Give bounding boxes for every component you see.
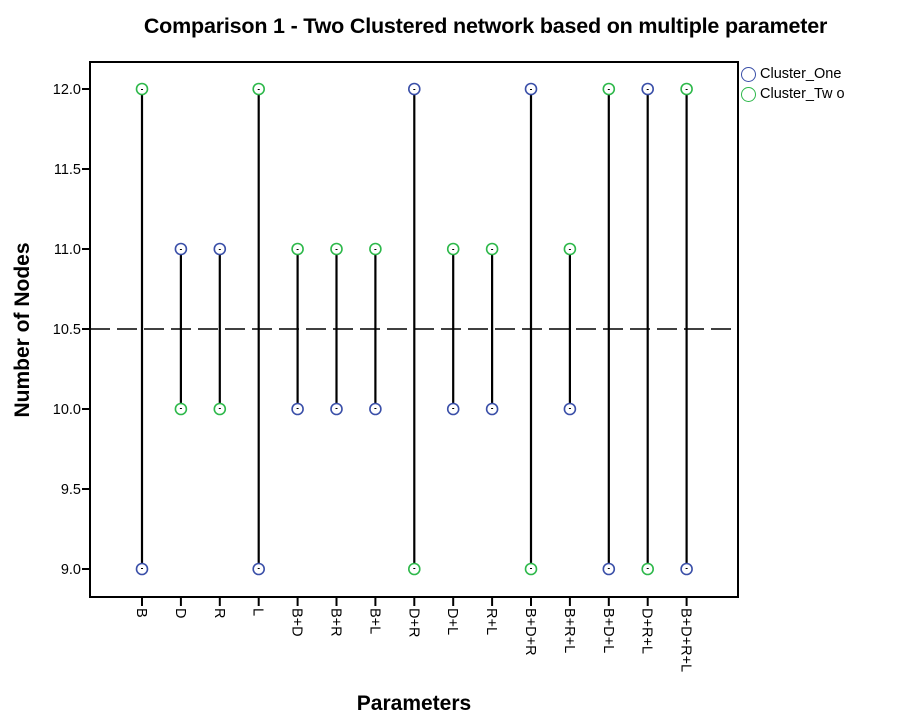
x-tick-label: D [172, 608, 188, 618]
y-tick-label: 11.5 [54, 162, 81, 178]
chart-title: Comparison 1 - Two Clustered network bas… [143, 14, 828, 38]
x-tick-label: D+R [405, 608, 421, 637]
x-tick-label: B+D [289, 608, 305, 637]
x-tick-label: R [211, 608, 227, 618]
y-tick-label: 12.0 [53, 82, 81, 98]
y-tick-label: 11.0 [54, 242, 81, 258]
x-tick-label: R+L [483, 608, 499, 635]
x-tick-label: B+D+R [522, 608, 538, 656]
y-tick-label: 9.0 [61, 562, 81, 578]
circle-marker-icon [741, 66, 756, 82]
x-tick-label: B+L [366, 608, 382, 634]
x-tick-label: B+D+L [600, 608, 616, 653]
legend-label: Cluster_Tw o [760, 86, 845, 102]
legend-item-cluster-two: Cluster_Tw o [741, 84, 845, 104]
legend-label: Cluster_One [760, 66, 842, 82]
x-tick-label: B+R+L [561, 608, 577, 653]
x-tick-label: B [133, 608, 149, 618]
y-tick-label: 10.0 [53, 402, 81, 418]
legend-item-cluster-one: Cluster_One [741, 64, 845, 84]
y-tick-label: 10.5 [53, 322, 81, 338]
x-tick-label: B+R [328, 608, 344, 637]
x-tick-label: D+L [444, 608, 460, 635]
x-axis-label: Parameters [356, 692, 472, 715]
circle-marker-icon [741, 86, 756, 102]
x-tick-label: D+R+L [639, 608, 655, 654]
legend: Cluster_One Cluster_Tw o [741, 64, 845, 104]
y-tick-label: 9.5 [61, 482, 81, 498]
x-tick-label: B+D+R+L [678, 608, 694, 672]
x-tick-label: L [250, 608, 266, 616]
